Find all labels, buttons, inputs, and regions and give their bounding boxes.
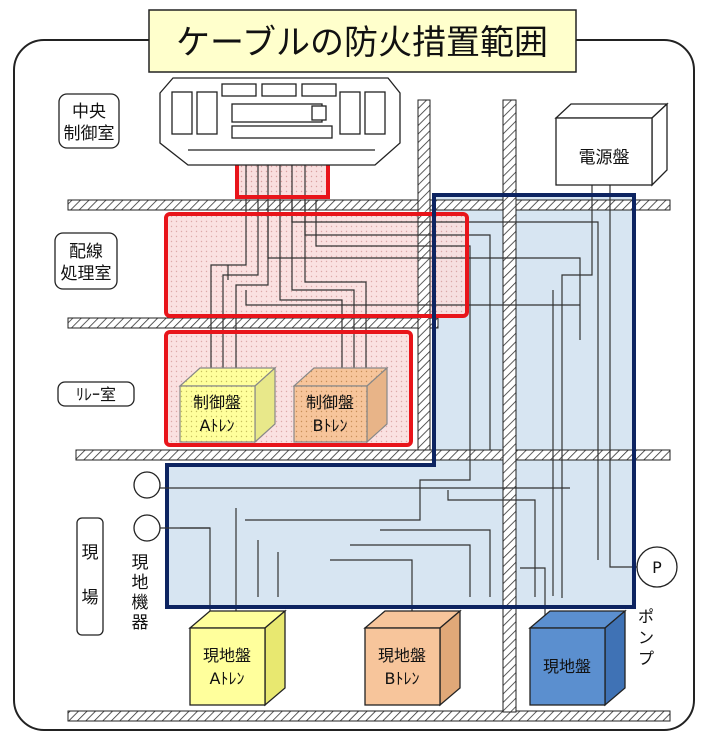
local-panel-a-label-1: 現地盤 xyxy=(203,646,251,665)
control-room-label-2: 制御室 xyxy=(64,124,115,144)
wiring-room-label-2: 処理室 xyxy=(61,264,112,284)
field-equipment-label-4: 器 xyxy=(132,613,149,633)
red-zone-wiring-room xyxy=(164,212,469,318)
control-panel-b: 制御盤 Bﾄﾚﾝ xyxy=(292,366,389,444)
pump-label-1: ポ xyxy=(638,607,654,626)
local-panel-a: 現地盤 Aﾄﾚﾝ xyxy=(188,609,287,707)
blue-zone-border xyxy=(165,193,636,609)
control-panel-a-label-2: Aﾄﾚﾝ xyxy=(200,416,235,435)
room-labels: 中央 制御室 配線 処理室 ﾘﾚｰ室 現 場 現 地 機 器 xyxy=(54,93,149,636)
pump-label-2: ン xyxy=(638,628,654,647)
local-panel-c: 現地盤 xyxy=(528,609,627,707)
field-device-circle-1 xyxy=(133,471,161,499)
local-panel-a-label-2: Aﾄﾚﾝ xyxy=(210,669,245,688)
page-title: ケーブルの防火措置範囲 xyxy=(176,23,548,63)
control-panel-a-label-1: 制御盤 xyxy=(193,393,241,412)
local-panel-b-label-1: 現地盤 xyxy=(378,646,426,665)
control-panel-b-label-2: Bﾄﾚﾝ xyxy=(313,416,348,435)
local-panel-b-label-2: Bﾄﾚﾝ xyxy=(385,669,420,688)
field-label-1: 現 xyxy=(82,543,99,563)
red-zone-relay-room xyxy=(164,330,413,447)
relay-room-label: ﾘﾚｰ室 xyxy=(76,385,116,404)
control-panel-a: 制御盤 Aﾄﾚﾝ xyxy=(178,366,277,444)
control-panel-b-label-1: 制御盤 xyxy=(306,393,354,412)
power-panel: 電源盤 xyxy=(554,102,669,187)
floor-slabs xyxy=(67,199,671,722)
pump-symbol xyxy=(636,546,678,588)
title-box xyxy=(148,9,577,73)
pump-symbol-label: P xyxy=(652,558,662,577)
pump-label-3: プ xyxy=(638,649,654,668)
control-room-label-1: 中央 xyxy=(72,102,106,122)
field-device-circle-2 xyxy=(133,514,161,542)
wiring-room-label-1: 配線 xyxy=(69,242,103,262)
field-equipment-label-3: 機 xyxy=(132,593,149,613)
field-label-2: 場 xyxy=(82,588,99,608)
local-panel-b: 現地盤 Bﾄﾚﾝ xyxy=(363,609,462,707)
wall-columns xyxy=(417,99,517,713)
control-console xyxy=(159,77,401,166)
field-equipment-label-1: 現 xyxy=(132,553,149,573)
power-panel-label: 電源盤 xyxy=(579,148,630,168)
local-panel-c-label: 現地盤 xyxy=(543,657,591,676)
field-equipment-label-2: 地 xyxy=(132,573,149,593)
